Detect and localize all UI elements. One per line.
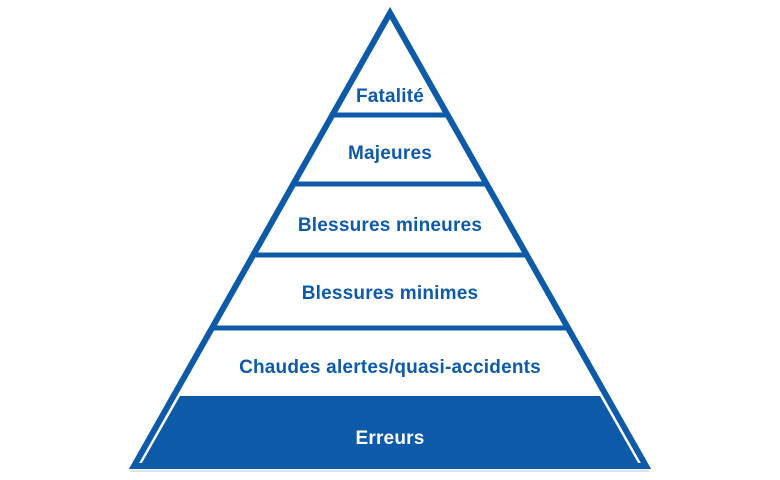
level-label-erreurs: Erreurs xyxy=(356,428,425,449)
pyramid-outline xyxy=(128,6,652,469)
base-level-fill xyxy=(139,396,641,468)
level-label-fatalite: Fatalité xyxy=(356,86,424,107)
level-label-chaudes-alertes: Chaudes alertes/quasi-accidents xyxy=(239,357,541,378)
level-label-blessures-mineures: Blessures mineures xyxy=(298,215,482,236)
level-label-blessures-minimes: Blessures minimes xyxy=(302,283,479,304)
level-label-majeures: Majeures xyxy=(348,143,432,164)
